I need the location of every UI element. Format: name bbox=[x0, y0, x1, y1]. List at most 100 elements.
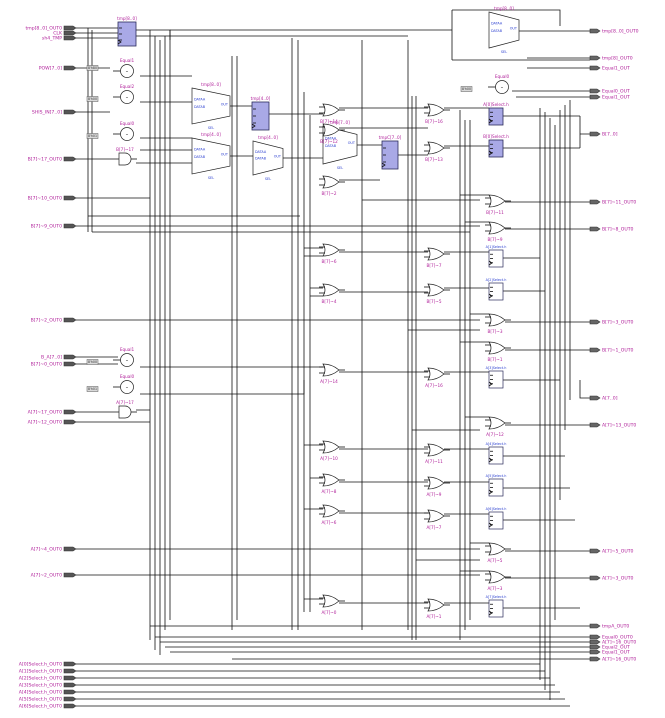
or-gate[interactable]: A[7]~10 bbox=[319, 440, 345, 461]
or-gate[interactable]: A[7]~9 bbox=[424, 476, 450, 497]
input-pin[interactable]: A[7]~2_OUT0 bbox=[31, 573, 77, 579]
input-pin[interactable]: A[0]Select.h_OUT0 bbox=[19, 662, 77, 668]
output-pin[interactable]: Equal1_OUT bbox=[589, 66, 630, 72]
input-pin[interactable]: B[7]~9_OUT0 bbox=[31, 224, 77, 230]
output-pin-label: A[7..0] bbox=[602, 396, 618, 402]
or-gate[interactable]: A[7]~0 bbox=[319, 594, 345, 615]
output-pin-label: B[7..0] bbox=[602, 132, 618, 138]
register[interactable]: tmpC[7..0] bbox=[379, 135, 402, 170]
register[interactable]: A[1]Select.h bbox=[486, 245, 507, 268]
input-pin[interactable]: A[2]Select.h_OUT0 bbox=[19, 676, 77, 682]
output-pin[interactable]: A[7]~3_OUT0 bbox=[589, 576, 634, 582]
or-gate-label: B[7]~6 bbox=[322, 259, 337, 264]
output-pin[interactable]: Equal0_OUT bbox=[589, 89, 630, 95]
or-gate[interactable]: B[7]~16 bbox=[424, 103, 450, 124]
output-pin[interactable]: Equal1_OUT bbox=[589, 650, 630, 656]
mux-port-out: OUT bbox=[348, 141, 356, 145]
or-gate[interactable]: A[7]~5 bbox=[485, 542, 511, 563]
comparator[interactable]: =Equal1 bbox=[113, 347, 135, 367]
or-gate[interactable]: A[7]~11 bbox=[424, 443, 450, 464]
register[interactable]: A[4]Select.h bbox=[486, 442, 507, 465]
output-pin[interactable]: B[7]~8_OUT0 bbox=[589, 227, 634, 233]
or-gate[interactable]: A[7]~6 bbox=[319, 504, 345, 525]
or-gate[interactable]: B[7]~7 bbox=[424, 247, 450, 268]
and-gate[interactable]: B[7]~17 bbox=[116, 147, 137, 166]
register[interactable]: A[3]Select.h bbox=[486, 366, 507, 389]
input-pin[interactable]: tmp[8..0]_OUT0 bbox=[25, 26, 77, 32]
register[interactable]: A[0]Select.h bbox=[483, 102, 509, 126]
output-pin[interactable]: tmp[8]_OUT0 bbox=[589, 56, 633, 62]
register[interactable]: A[6]Select.h bbox=[486, 507, 507, 530]
output-pin[interactable]: A[7..0] bbox=[589, 396, 618, 402]
input-pin[interactable]: A[7]~17_OUT0 bbox=[28, 410, 77, 416]
or-gate[interactable]: B[7]~6 bbox=[319, 243, 345, 264]
input-pin[interactable]: B[7]~0_OUT0 bbox=[31, 361, 77, 368]
input-pin[interactable]: POW[7..0] bbox=[39, 66, 77, 72]
or-gate-icon bbox=[322, 473, 340, 487]
comparator[interactable]: =Equal0 bbox=[488, 74, 510, 94]
output-pin[interactable]: A[7]~16_OUT0 bbox=[589, 657, 636, 663]
or-gate[interactable]: B[7]~9 bbox=[485, 221, 511, 242]
or-gate[interactable]: A[7]~14 bbox=[319, 363, 345, 384]
or-gate[interactable]: B[7]~5 bbox=[424, 283, 450, 304]
or-gate[interactable]: A[7]~7 bbox=[424, 509, 450, 530]
mux-port-b: DATAB bbox=[255, 157, 267, 161]
input-pin[interactable]: A[7]~12_OUT0 bbox=[28, 420, 77, 426]
input-pin[interactable]: sh4_TMP bbox=[42, 36, 77, 42]
output-pin[interactable]: B[7..0] bbox=[589, 132, 618, 138]
output-pin[interactable]: B[7]~11_OUT0 bbox=[589, 200, 636, 206]
input-pin-icon bbox=[63, 361, 77, 367]
comparator[interactable]: =Equal1 bbox=[113, 58, 135, 78]
comparator[interactable]: =Equal0 bbox=[113, 121, 135, 141]
register[interactable]: tmp[4..0] bbox=[251, 96, 271, 131]
register[interactable]: A[2]Select.h bbox=[486, 278, 507, 301]
register[interactable]: tmp[8..0] bbox=[117, 16, 137, 47]
or-gate[interactable]: B[7]~12 bbox=[319, 123, 345, 144]
input-pin[interactable]: A[6]Select.h_OUT0 bbox=[19, 704, 77, 710]
register[interactable]: A[5]Select.h bbox=[486, 474, 507, 497]
or-gate[interactable]: A[7]~12 bbox=[485, 416, 511, 437]
input-pin[interactable]: A[4]Select.h_OUT0 bbox=[19, 690, 77, 696]
input-pin[interactable]: A[3]Select.h_OUT0 bbox=[19, 683, 77, 689]
or-gate[interactable]: B[7]~11 bbox=[485, 194, 511, 215]
input-pin[interactable]: A[7]~4_OUT0 bbox=[31, 547, 77, 553]
output-pin[interactable]: B[7]~3_OUT0 bbox=[589, 320, 634, 326]
comparator[interactable]: =Equal2 bbox=[113, 84, 135, 104]
and-gate[interactable]: A[7]~17 bbox=[116, 400, 137, 419]
input-pin[interactable]: B[7]~10_OUT0 bbox=[28, 196, 77, 202]
or-gate[interactable]: B[7]~14 bbox=[319, 103, 345, 124]
input-pin[interactable]: CLK bbox=[53, 31, 77, 37]
output-pin[interactable]: A[7]~13_OUT0 bbox=[589, 423, 636, 429]
or-gate[interactable]: B[7]~13 bbox=[424, 141, 450, 162]
output-pin[interactable]: tmpA_OUT0 bbox=[589, 624, 629, 630]
input-pin[interactable]: B[7]~17_OUT0 bbox=[28, 157, 77, 163]
or-gate[interactable]: B[7]~3 bbox=[485, 313, 511, 334]
output-pin[interactable]: A[7]~5_OUT0 bbox=[589, 549, 634, 555]
output-pin[interactable]: Equal2_OUT bbox=[589, 645, 630, 651]
or-gate[interactable]: A[7]~3 bbox=[485, 570, 511, 591]
input-pin[interactable]: B[7]~2_OUT0 bbox=[31, 318, 77, 324]
or-gate[interactable]: A[7]~1 bbox=[424, 598, 450, 619]
register[interactable]: A[7]Select.h bbox=[486, 595, 507, 618]
output-pin[interactable]: tmp[8..0]_OUT0 bbox=[589, 29, 639, 35]
output-pin[interactable]: Equal0_OUT0 bbox=[589, 635, 633, 641]
or-gate[interactable]: B[7]~2 bbox=[319, 175, 345, 196]
or-gate[interactable]: A[7]~8 bbox=[319, 473, 345, 494]
or-gate[interactable]: B[7]~1 bbox=[485, 341, 511, 362]
output-pin[interactable]: Equal1_OUT bbox=[589, 95, 630, 101]
input-pin[interactable]: A[5]Select.h_OUT0 bbox=[19, 697, 77, 703]
input-pin[interactable]: B_A[7..0] bbox=[41, 355, 77, 361]
register[interactable]: B[0]Select.h bbox=[483, 134, 509, 158]
or-gate[interactable]: A[7]~16 bbox=[424, 367, 450, 388]
comparator[interactable]: =Equal0 bbox=[113, 374, 135, 394]
input-pin[interactable]: A[1]Select.h_OUT0 bbox=[19, 669, 77, 675]
input-pin[interactable]: SHIS_IN[7..0] bbox=[32, 110, 77, 116]
or-gate[interactable]: B[7]~4 bbox=[319, 283, 345, 304]
output-pin[interactable]: B[7]~1_OUT0 bbox=[589, 348, 634, 354]
output-pin[interactable]: A[7]~16_OUT0 bbox=[589, 640, 636, 646]
